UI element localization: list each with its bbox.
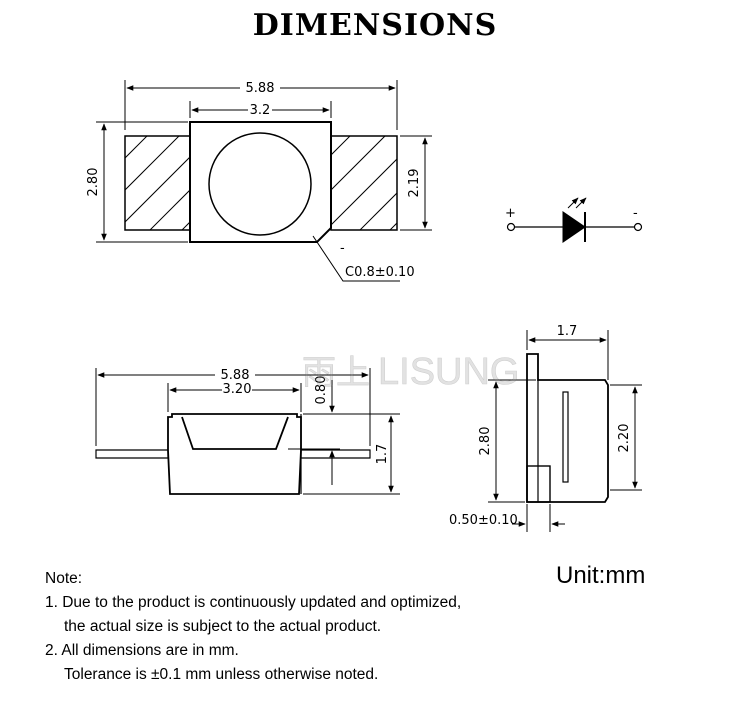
diode-symbol bbox=[506, 197, 643, 243]
dim-body-width-front: 3.20 bbox=[223, 382, 252, 397]
cathode-minus: - bbox=[633, 206, 638, 221]
top-view bbox=[124, 121, 400, 282]
notes-heading: Note: bbox=[45, 570, 83, 587]
front-lens-recess bbox=[181, 416, 289, 450]
dim-pad-side: 0.50±0.10 bbox=[449, 513, 518, 528]
dim-body-width-top: 3.2 bbox=[250, 103, 271, 118]
dim-total-width-top: 5.88 bbox=[246, 81, 275, 96]
side-view-dimensions bbox=[488, 330, 642, 532]
dim-total-width-front: 5.88 bbox=[221, 368, 250, 383]
note-2-continued: Tolerance is ±0.1 mm unless otherwise no… bbox=[64, 666, 379, 683]
notes-block: Note: 1. Due to the product is continuou… bbox=[45, 567, 565, 687]
dim-total-height-top: 2.80 bbox=[86, 168, 101, 197]
page-title: DIMENSIONS bbox=[252, 8, 498, 43]
dim-chamfer: C0.8±0.10 bbox=[345, 265, 415, 280]
dim-height-total-side: 2.80 bbox=[478, 427, 493, 456]
dim-depth-side: 1.7 bbox=[557, 324, 578, 339]
watermark-text: LISUNG bbox=[378, 351, 519, 393]
side-view bbox=[526, 353, 609, 503]
right-pad bbox=[330, 135, 398, 231]
cathode-mark: - bbox=[340, 241, 345, 256]
left-pad bbox=[124, 135, 191, 231]
note-1: 1. Due to the product is continuously up… bbox=[45, 594, 462, 611]
dim-pad-height-top: 2.19 bbox=[407, 169, 422, 198]
note-1-continued: the actual size is subject to the actual… bbox=[64, 618, 382, 635]
front-body bbox=[167, 413, 302, 495]
lead-right bbox=[300, 449, 371, 459]
dim-height-front: 1.7 bbox=[375, 444, 390, 465]
unit-label: Unit:mm bbox=[556, 562, 646, 589]
note-2: 2. All dimensions are in mm. bbox=[45, 642, 239, 659]
svg-text:雨上: 雨上 bbox=[302, 353, 370, 393]
dim-height-inner-side: 2.20 bbox=[617, 424, 632, 453]
anode-plus: + bbox=[505, 206, 516, 221]
lead-left bbox=[95, 449, 169, 459]
dim-lens-depth: 0.80 bbox=[314, 376, 329, 405]
watermark-logo: 雨上 LISUNG bbox=[302, 351, 520, 394]
led-body bbox=[189, 121, 332, 243]
front-view bbox=[95, 413, 371, 495]
lens-circle bbox=[208, 132, 312, 236]
side-lens-edge bbox=[562, 391, 569, 483]
side-pad bbox=[526, 465, 551, 503]
